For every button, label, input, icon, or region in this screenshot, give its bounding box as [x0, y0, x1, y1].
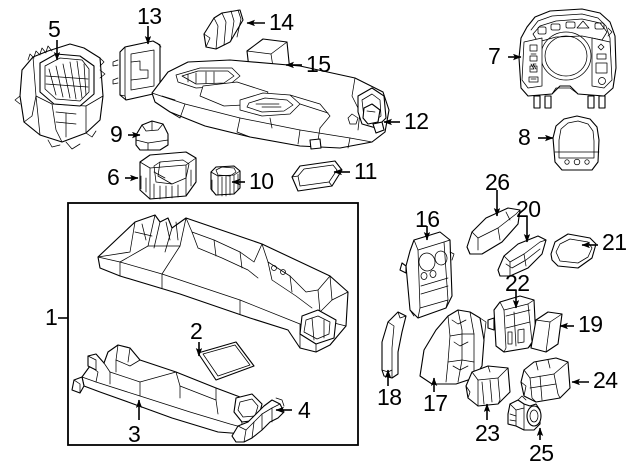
blank-cover-cap [530, 311, 563, 353]
callout-label-17[interactable]: 17 [423, 390, 448, 416]
switch-block-left [465, 365, 511, 407]
callout-label-20[interactable]: 20 [516, 196, 541, 222]
rear-console-end-cover [419, 309, 487, 385]
callout-label-12[interactable]: 12 [404, 108, 429, 134]
callout-label-4[interactable]: 4 [298, 397, 311, 423]
callout-label-26[interactable]: 26 [485, 169, 510, 195]
callout-label-9[interactable]: 9 [110, 121, 123, 147]
console-trim-panel [151, 59, 390, 150]
callout-label-7[interactable]: 7 [488, 43, 501, 69]
callout-label-8[interactable]: 8 [518, 124, 531, 150]
cup-holder-insert [139, 151, 197, 200]
console-bracket-rail [231, 397, 285, 443]
callout-label-6[interactable]: 6 [107, 164, 120, 190]
console-storage-lid [197, 341, 255, 381]
console-knob-cap [135, 120, 169, 151]
callout-label-16[interactable]: 16 [415, 206, 440, 232]
console-tray-mat [291, 160, 343, 192]
shifter-housing-module [14, 43, 106, 150]
callout-label-13[interactable]: 13 [137, 3, 162, 29]
callout-label-14[interactable]: 14 [269, 9, 294, 35]
switch-block-right [520, 357, 571, 403]
console-assembly-group-box [67, 202, 359, 446]
callout-label-5[interactable]: 5 [48, 16, 61, 42]
console-main-body [97, 214, 349, 353]
ash-tray-cup [210, 165, 241, 197]
rear-trim-molding-strip [466, 207, 521, 255]
callout-label-2[interactable]: 2 [190, 318, 203, 344]
callout-label-24[interactable]: 24 [593, 367, 618, 393]
callout-label-22[interactable]: 22 [505, 270, 530, 296]
callout-label-10[interactable]: 10 [249, 168, 274, 194]
callout-label-3[interactable]: 3 [128, 421, 141, 447]
side-cover-panel [112, 40, 162, 101]
rear-vent-grille-small [497, 235, 547, 277]
cigarette-lighter-socket [507, 395, 542, 431]
seat-control-switch-panel [518, 8, 617, 109]
callout-leaders [53, 19, 598, 440]
callout-label-25[interactable]: 25 [529, 440, 554, 466]
key-fob-holder [552, 115, 600, 171]
callout-label-23[interactable]: 23 [475, 420, 500, 446]
trim-bezel-oval [550, 233, 597, 269]
callout-label-15[interactable]: 15 [306, 51, 331, 77]
callout-label-21[interactable]: 21 [602, 229, 627, 255]
callout-label-19[interactable]: 19 [578, 311, 603, 337]
console-wood-insert [203, 9, 244, 50]
callout-label-1[interactable]: 1 [45, 304, 58, 330]
rear-cup-holder-unit [399, 231, 455, 319]
console-side-trim-strip [381, 311, 407, 379]
callout-label-11[interactable]: 11 [354, 158, 377, 184]
power-outlet-switch [487, 295, 537, 353]
callout-label-18[interactable]: 18 [377, 384, 402, 410]
